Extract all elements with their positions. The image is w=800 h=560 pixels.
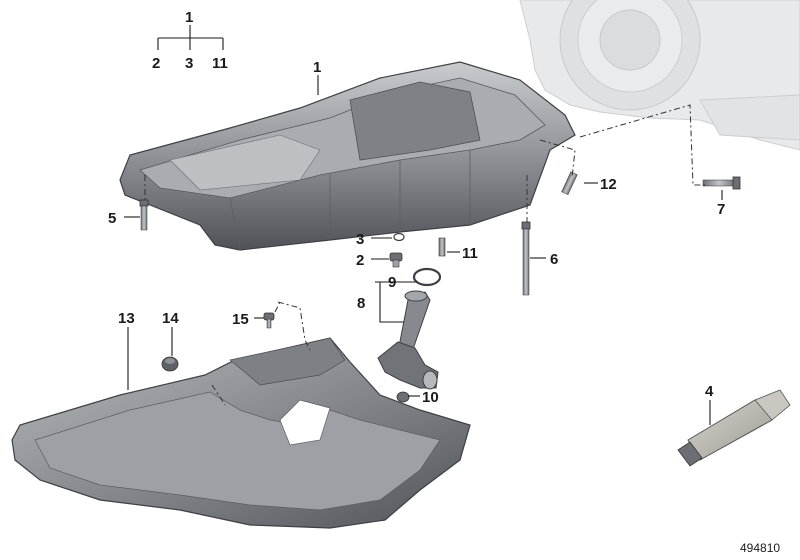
stud-12 [561, 171, 578, 195]
callout-3: 3 [356, 231, 364, 248]
callout-13: 13 [118, 310, 135, 327]
diagram-reference-number: 494810 [740, 541, 780, 555]
screw-10 [396, 391, 410, 403]
seal-ring-3 [393, 232, 405, 242]
callout-2: 2 [356, 252, 364, 269]
assembly-dashed-lines [144, 104, 705, 406]
callout-10: 10 [422, 389, 439, 406]
callout-4: 4 [705, 383, 714, 400]
callout-8: 8 [357, 295, 365, 312]
transmission-housing-ghost [519, 0, 800, 151]
callout-labels: 1 2 3 11 1 5 3 2 11 6 12 7 9 8 10 13 14 … [108, 9, 780, 555]
bolt-5 [139, 199, 149, 231]
callout-15: 15 [232, 311, 249, 328]
sealant-tube-4 [677, 389, 791, 467]
bolt-6 [521, 221, 531, 296]
callout-2-group: 2 [152, 55, 160, 72]
callout-11-group: 11 [212, 55, 228, 72]
callout-5: 5 [108, 210, 116, 227]
plug-14 [161, 356, 179, 372]
callout-6: 6 [550, 251, 558, 268]
bolt-7 [702, 176, 741, 190]
callout-7: 7 [717, 201, 725, 218]
oil-pan-lower [11, 337, 471, 529]
leader-lines [124, 25, 723, 425]
callout-3-group: 3 [185, 55, 193, 72]
callout-11: 11 [462, 245, 478, 262]
sleeve-11 [438, 237, 446, 257]
o-ring-9 [412, 267, 442, 287]
callout-1-group: 1 [185, 9, 193, 26]
drain-plug-2 [389, 252, 403, 268]
oil-suction-pipe [377, 290, 439, 390]
callout-9: 9 [388, 274, 396, 291]
callout-14: 14 [162, 310, 179, 327]
callout-12: 12 [600, 176, 617, 193]
callout-1: 1 [313, 59, 321, 76]
oil-pan-upper [119, 61, 576, 251]
small-parts [139, 171, 791, 467]
bolt-15 [263, 312, 275, 329]
